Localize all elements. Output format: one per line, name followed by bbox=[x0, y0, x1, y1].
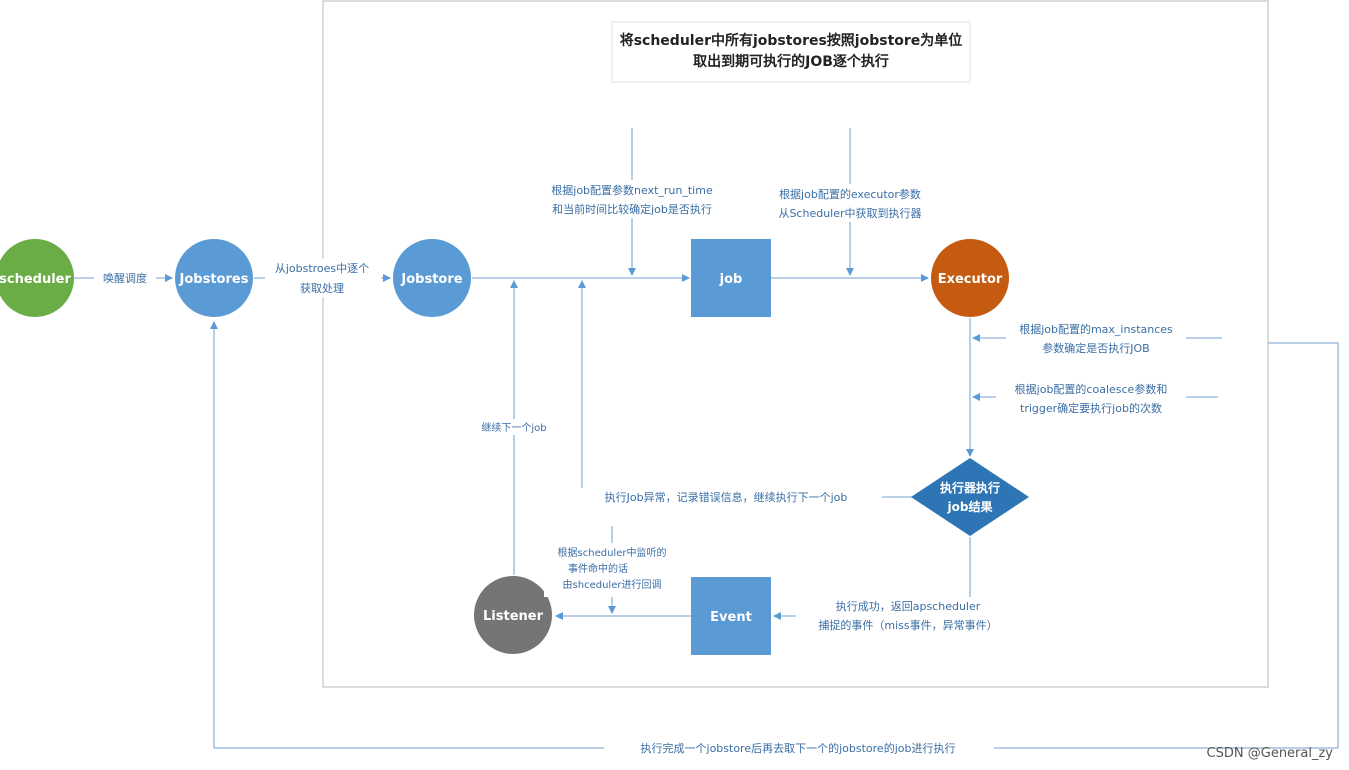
next-run-label-line2: 和当前时间比较确定job是否执行 bbox=[552, 202, 712, 216]
job-node: job bbox=[691, 239, 771, 317]
event-node: Event bbox=[691, 577, 771, 655]
event-label: Event bbox=[710, 610, 752, 625]
success-label-line2: 捕捉的事件（miss事件，异常事件） bbox=[818, 618, 997, 632]
callback-label-line2: 事件命中的话 bbox=[568, 562, 628, 575]
jobstore-node: Jobstore bbox=[393, 239, 471, 317]
executor-param-label-line1: 根据job配置的executor参数 bbox=[779, 187, 921, 201]
exception-label: 执行Job异常，记录错误信息，继续执行下一个job bbox=[605, 490, 848, 504]
continue-next-label: 继续下一个job bbox=[481, 421, 546, 434]
csdn-watermark: CSDN @General_zy bbox=[1207, 746, 1334, 761]
callback-label-line3: 由shceduler进行回调 bbox=[563, 578, 662, 591]
title-line1: 将scheduler中所有jobstores按照jobstore为单位 bbox=[620, 32, 963, 49]
jobstore-label: Jobstore bbox=[400, 272, 462, 287]
listener-label: Listener bbox=[483, 609, 544, 624]
result-decision-node: 执行器执行 job结果 bbox=[911, 458, 1029, 536]
coalesce-label-line2: trigger确定要执行job的次数 bbox=[1020, 401, 1162, 415]
scheduler-label: scheduler bbox=[0, 272, 71, 287]
max-instances-label-line2: 参数确定是否执行JOB bbox=[1042, 341, 1149, 355]
edge-outer-loop bbox=[210, 321, 1339, 749]
callback-label-line1: 根据scheduler中监听的 bbox=[558, 546, 667, 559]
title-box: 将scheduler中所有jobstores按照jobstore为单位 取出到期… bbox=[611, 21, 971, 83]
bottom-loop-label: 执行完成一个jobstore后再去取下一个的jobstore的job进行执行 bbox=[641, 741, 956, 755]
decision-label-line2: job结果 bbox=[947, 499, 993, 514]
executor-param-label-line2: 从Scheduler中获取到执行器 bbox=[778, 206, 921, 220]
listener-node: Listener bbox=[474, 576, 552, 654]
scheduler-node: scheduler bbox=[0, 239, 74, 317]
fetch-label-line1: 从jobstroes中逐个 bbox=[275, 262, 369, 275]
decision-label-line1: 执行器执行 bbox=[940, 480, 1000, 495]
max-instances-label-line1: 根据job配置的max_instances bbox=[1019, 322, 1173, 336]
jobstores-node: Jobstores bbox=[175, 239, 253, 317]
success-label-line1: 执行成功，返回apscheduler bbox=[836, 599, 981, 613]
job-label: job bbox=[719, 272, 743, 287]
coalesce-label-line1: 根据job配置的coalesce参数和 bbox=[1015, 382, 1168, 396]
executor-label: Executor bbox=[938, 272, 1003, 287]
executor-node: Executor bbox=[931, 239, 1009, 317]
jobstores-label: Jobstores bbox=[179, 272, 249, 287]
next-run-label-line1: 根据job配置参数next_run_time bbox=[551, 183, 713, 197]
title-line2: 取出到期可执行的JOB逐个执行 bbox=[693, 53, 889, 70]
wake-label: 唤醒调度 bbox=[103, 271, 147, 285]
fetch-label-line2: 获取处理 bbox=[300, 282, 344, 295]
